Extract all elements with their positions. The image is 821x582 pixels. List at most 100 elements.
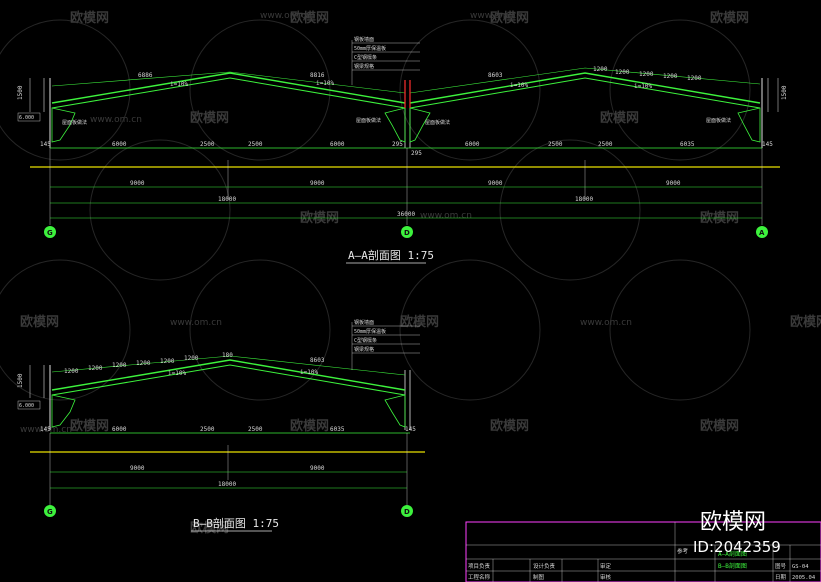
section-a-slope-3: i=10% bbox=[510, 82, 528, 89]
section-b-bottom-dim-4: 2500 bbox=[248, 426, 263, 433]
watermark-url-text: www.om.cn bbox=[90, 115, 142, 125]
tb-row-left-4: 审核 bbox=[600, 573, 612, 581]
section-a-slope-4: i=10% bbox=[634, 83, 652, 90]
watermark-circle bbox=[399, 259, 541, 401]
watermark-url-text: www.om.cn bbox=[260, 11, 312, 21]
watermark-brand-text: 欧模网 bbox=[290, 418, 329, 434]
watermark-brand-text: 欧模网 bbox=[70, 418, 109, 434]
watermark-brand-text: 欧模网 bbox=[490, 418, 529, 434]
tb-date-label: 日期 bbox=[775, 574, 787, 581]
section-a-bottom-dim-7: 6000 bbox=[465, 141, 480, 148]
section-b-left-height: 1500 bbox=[17, 373, 24, 388]
section-b-level: 6.000 bbox=[19, 403, 34, 409]
tb-row-mid-1: 设计负责 bbox=[533, 562, 556, 570]
watermark-brand-text: 欧模网 bbox=[400, 314, 439, 330]
tb-drawing-name-1: A—A剖面图 bbox=[718, 550, 747, 558]
watermark-brand-text: 欧模网 bbox=[790, 314, 821, 330]
watermark-url-text: www.om.cn bbox=[170, 318, 222, 328]
section-b-top-dim-4: 1200 bbox=[136, 360, 151, 367]
section-b-top-dim-8: 8603 bbox=[310, 357, 325, 364]
tb-ref-label: 参考 bbox=[677, 547, 689, 555]
tb-drawing-name-2: B—B剖面图 bbox=[718, 562, 747, 570]
watermark-brand-text: 欧模网 bbox=[710, 10, 749, 26]
section-a-top-dim-7: 1200 bbox=[663, 73, 678, 80]
section-a-bottom-dim-2: 6000 bbox=[112, 141, 127, 148]
section-a-bottom-dim-8: 2500 bbox=[548, 141, 563, 148]
watermark-brand-text: 欧模网 bbox=[600, 110, 639, 126]
section-a-bottom-dim-4: 2500 bbox=[248, 141, 263, 148]
section-a-label-2: 屋面板做法 bbox=[356, 117, 381, 124]
section-a-title: A—A剖面图 1:75 bbox=[348, 248, 434, 262]
watermark-circle bbox=[189, 259, 331, 401]
title-block: 项目负责 工程名称 设计负责 制图 审定 审核 参考 A—A剖面图 B—B剖面图… bbox=[465, 510, 821, 582]
section-a-grand-total: 36000 bbox=[397, 211, 415, 218]
brand-id-text: ID:2042359 bbox=[693, 538, 781, 556]
section-a-mid-dim-1: 9000 bbox=[130, 180, 145, 187]
tb-drawing-no: GS-04 bbox=[792, 564, 809, 570]
section-b-top-dim-3: 1200 bbox=[112, 362, 127, 369]
section-b-top-dim-1: 1200 bbox=[64, 368, 79, 375]
tb-row-mid-2: 制图 bbox=[533, 573, 545, 581]
section-b-slope-2: i=10% bbox=[300, 369, 318, 376]
section-a-note-2: 50mm厚保温板 bbox=[354, 45, 386, 52]
section-b-note-2: 50mm厚保温板 bbox=[354, 328, 386, 335]
tb-row-left-1: 项目负责 bbox=[468, 562, 491, 570]
section-a-top-dim-4: 1200 bbox=[593, 66, 608, 73]
tb-drawing-no-label: 图号 bbox=[775, 562, 787, 570]
section-b-mid-dim-2: 9000 bbox=[310, 465, 325, 472]
watermark-circle bbox=[609, 19, 751, 161]
section-a-axis-a: A bbox=[759, 229, 765, 237]
section-a-top-dim-3: 8603 bbox=[488, 72, 503, 79]
section-a-top-dim-6: 1200 bbox=[639, 71, 654, 78]
watermark-brand-text: 欧模网 bbox=[70, 10, 109, 26]
watermark-circle bbox=[189, 19, 331, 161]
section-b-bottom-dim-6: 145 bbox=[405, 426, 416, 433]
section-a-bottom-dim-5: 6000 bbox=[330, 141, 345, 148]
section-b-axis-d: D bbox=[404, 508, 410, 516]
section-a-axis-d: D bbox=[404, 229, 410, 237]
watermark-circle bbox=[0, 259, 131, 401]
section-a-bottom-dim-9: 2500 bbox=[598, 141, 613, 148]
watermark-circle bbox=[609, 259, 751, 401]
brand-logo-text: 欧模网 bbox=[700, 510, 766, 535]
section-a-drawing: 1500 1500 6.000 6886 8816 8603 1200 1200… bbox=[17, 36, 788, 264]
tb-date: 2005.04 bbox=[792, 575, 816, 581]
watermark-url-text: www.om.cn bbox=[580, 318, 632, 328]
watermark-brand-text: 欧模网 bbox=[490, 10, 529, 26]
section-b-mid-dim-1: 9000 bbox=[130, 465, 145, 472]
section-a-label-3: 屋面板做法 bbox=[425, 119, 450, 126]
section-a-bottom-dim-10: 6035 bbox=[680, 141, 695, 148]
tb-row-left-2: 工程名称 bbox=[468, 573, 491, 581]
section-a-left-height: 1500 bbox=[17, 85, 24, 100]
watermark-brand-text: 欧模网 bbox=[20, 314, 59, 330]
watermark-url-text: www.om.cn bbox=[470, 11, 522, 21]
section-a-mid-dim-3: 9000 bbox=[488, 180, 503, 187]
section-a-note-4: 钢梁规格 bbox=[354, 63, 374, 70]
tb-row-left-3: 审定 bbox=[600, 562, 612, 570]
section-b-bottom-dim-3: 2500 bbox=[200, 426, 215, 433]
section-b-top-dim-2: 1200 bbox=[88, 365, 103, 372]
watermark-brand-text: 欧模网 bbox=[190, 110, 229, 126]
section-a-top-dim-8: 1200 bbox=[687, 75, 702, 82]
section-a-note-3: C型钢檩条 bbox=[354, 54, 377, 61]
section-b-total-dim: 18000 bbox=[218, 481, 236, 488]
watermark-circle bbox=[89, 139, 231, 281]
watermark-brand-text: 欧模网 bbox=[700, 418, 739, 434]
section-a-top-dim-1: 6886 bbox=[138, 72, 153, 79]
section-b-note-4: 钢梁规格 bbox=[354, 346, 374, 353]
watermark-brand-text: 欧模网 bbox=[190, 520, 229, 536]
section-a-label-1: 屋面板做法 bbox=[62, 119, 87, 126]
watermark-circle bbox=[499, 139, 641, 281]
section-a-total-dim-1: 18000 bbox=[218, 196, 236, 203]
section-a-bottom-dim-11: 145 bbox=[762, 141, 773, 148]
section-a-axis-g: G bbox=[47, 229, 53, 237]
section-b-top-dim-6: 1200 bbox=[184, 355, 199, 362]
section-a-bottom-dim-1: 145 bbox=[40, 141, 51, 148]
section-a-right-height: 1500 bbox=[781, 85, 788, 100]
section-b-note-3: C型钢檩条 bbox=[354, 337, 377, 344]
section-a-bottom-dim-3: 2500 bbox=[200, 141, 215, 148]
section-b-drawing: 1500 6.000 1200 1200 1200 1200 1200 1200… bbox=[17, 319, 425, 532]
section-b-axis-g: G bbox=[47, 508, 53, 516]
watermark-circle bbox=[399, 19, 541, 161]
